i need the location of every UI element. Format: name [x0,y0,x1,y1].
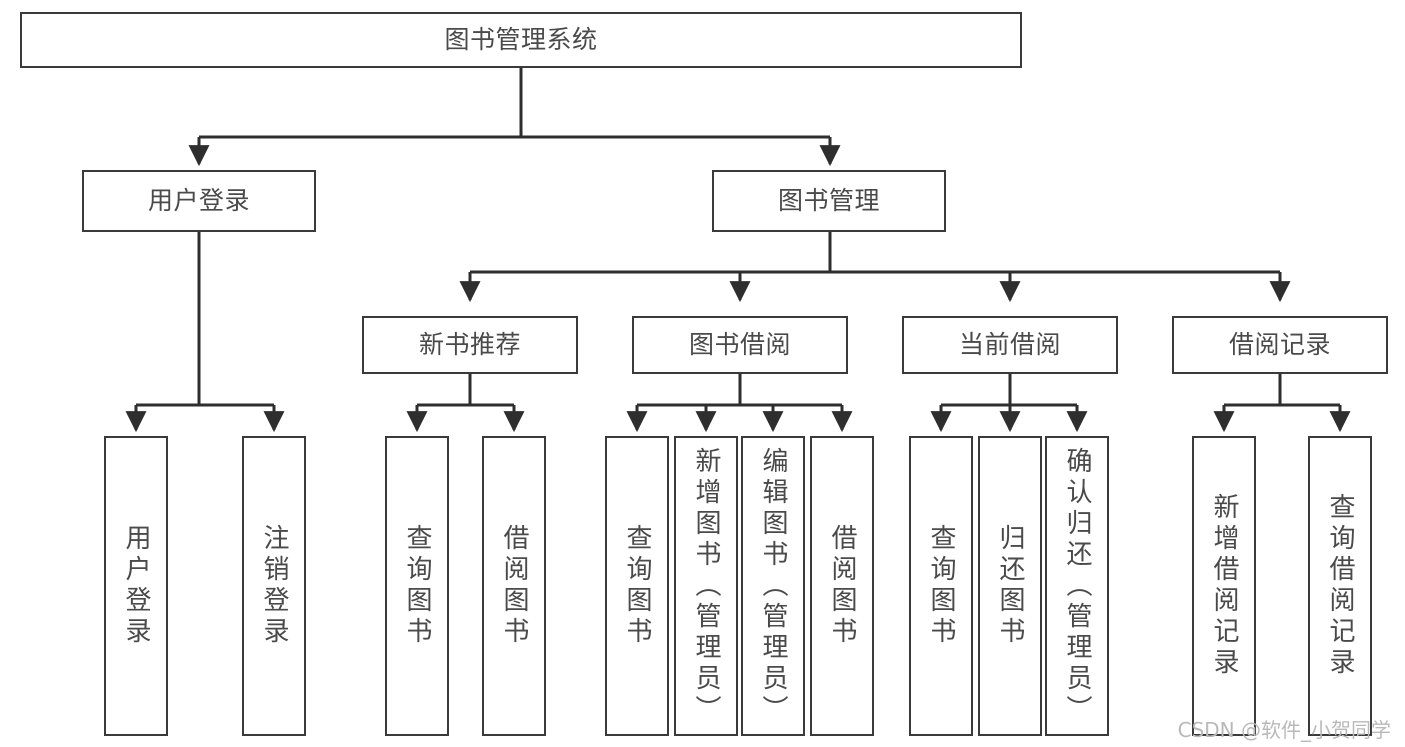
leaf-book-borrow-4-label: 借阅图书 [827,524,857,648]
leaf-book-borrow-3[interactable]: 编辑图书（管理员） [741,436,805,736]
node-new-book-recommend-label: 新书推荐 [418,330,521,359]
leaf-borrow-record-1[interactable]: 新增借阅记录 [1192,436,1256,736]
node-root[interactable]: 图书管理系统 [20,12,1022,68]
node-user-login[interactable]: 用户登录 [82,170,316,232]
leaf-current-borrow-3[interactable]: 确认归还（管理员） [1045,436,1109,736]
leaf-user-login-2-label: 注销登录 [259,524,289,648]
node-book-borrow[interactable]: 图书借阅 [632,316,848,374]
leaf-current-borrow-2-label: 归还图书 [995,524,1025,648]
leaf-new-book-2[interactable]: 借阅图书 [482,436,546,736]
leaf-current-borrow-1[interactable]: 查询图书 [909,436,973,736]
leaf-user-login-2[interactable]: 注销登录 [242,436,306,736]
leaf-book-borrow-2[interactable]: 新增图书（管理员） [674,436,738,736]
leaf-book-borrow-1[interactable]: 查询图书 [605,436,669,736]
leaf-user-login-1[interactable]: 用户登录 [104,436,168,736]
node-book-manage[interactable]: 图书管理 [712,170,946,232]
leaf-new-book-1[interactable]: 查询图书 [385,436,449,736]
leaf-book-borrow-4[interactable]: 借阅图书 [810,436,874,736]
leaf-borrow-record-2[interactable]: 查询借阅记录 [1308,436,1372,736]
watermark-text: CSDN @软件_小贺同学 [1177,718,1391,742]
leaf-new-book-1-label: 查询图书 [402,524,432,648]
leaf-current-borrow-2[interactable]: 归还图书 [978,436,1042,736]
leaf-user-login-1-label: 用户登录 [121,524,151,648]
node-current-borrow-label: 当前借阅 [958,330,1061,359]
node-borrow-record-label: 借阅记录 [1228,330,1331,359]
leaf-current-borrow-1-label: 查询图书 [926,524,956,648]
leaf-book-borrow-3-label: 编辑图书（管理员） [758,446,788,726]
node-book-borrow-label: 图书借阅 [688,330,791,359]
node-user-login-label: 用户登录 [147,186,250,215]
leaf-borrow-record-1-label: 新增借阅记录 [1209,493,1239,679]
node-new-book-recommend[interactable]: 新书推荐 [362,316,578,374]
leaf-book-borrow-1-label: 查询图书 [622,524,652,648]
node-borrow-record[interactable]: 借阅记录 [1172,316,1388,374]
leaf-book-borrow-2-label: 新增图书（管理员） [691,446,721,726]
node-book-manage-label: 图书管理 [777,186,880,215]
node-root-label: 图书管理系统 [444,25,598,54]
leaf-current-borrow-3-label: 确认归还（管理员） [1062,446,1092,726]
leaf-new-book-2-label: 借阅图书 [499,524,529,648]
leaf-borrow-record-2-label: 查询借阅记录 [1325,493,1355,679]
node-current-borrow[interactable]: 当前借阅 [902,316,1118,374]
